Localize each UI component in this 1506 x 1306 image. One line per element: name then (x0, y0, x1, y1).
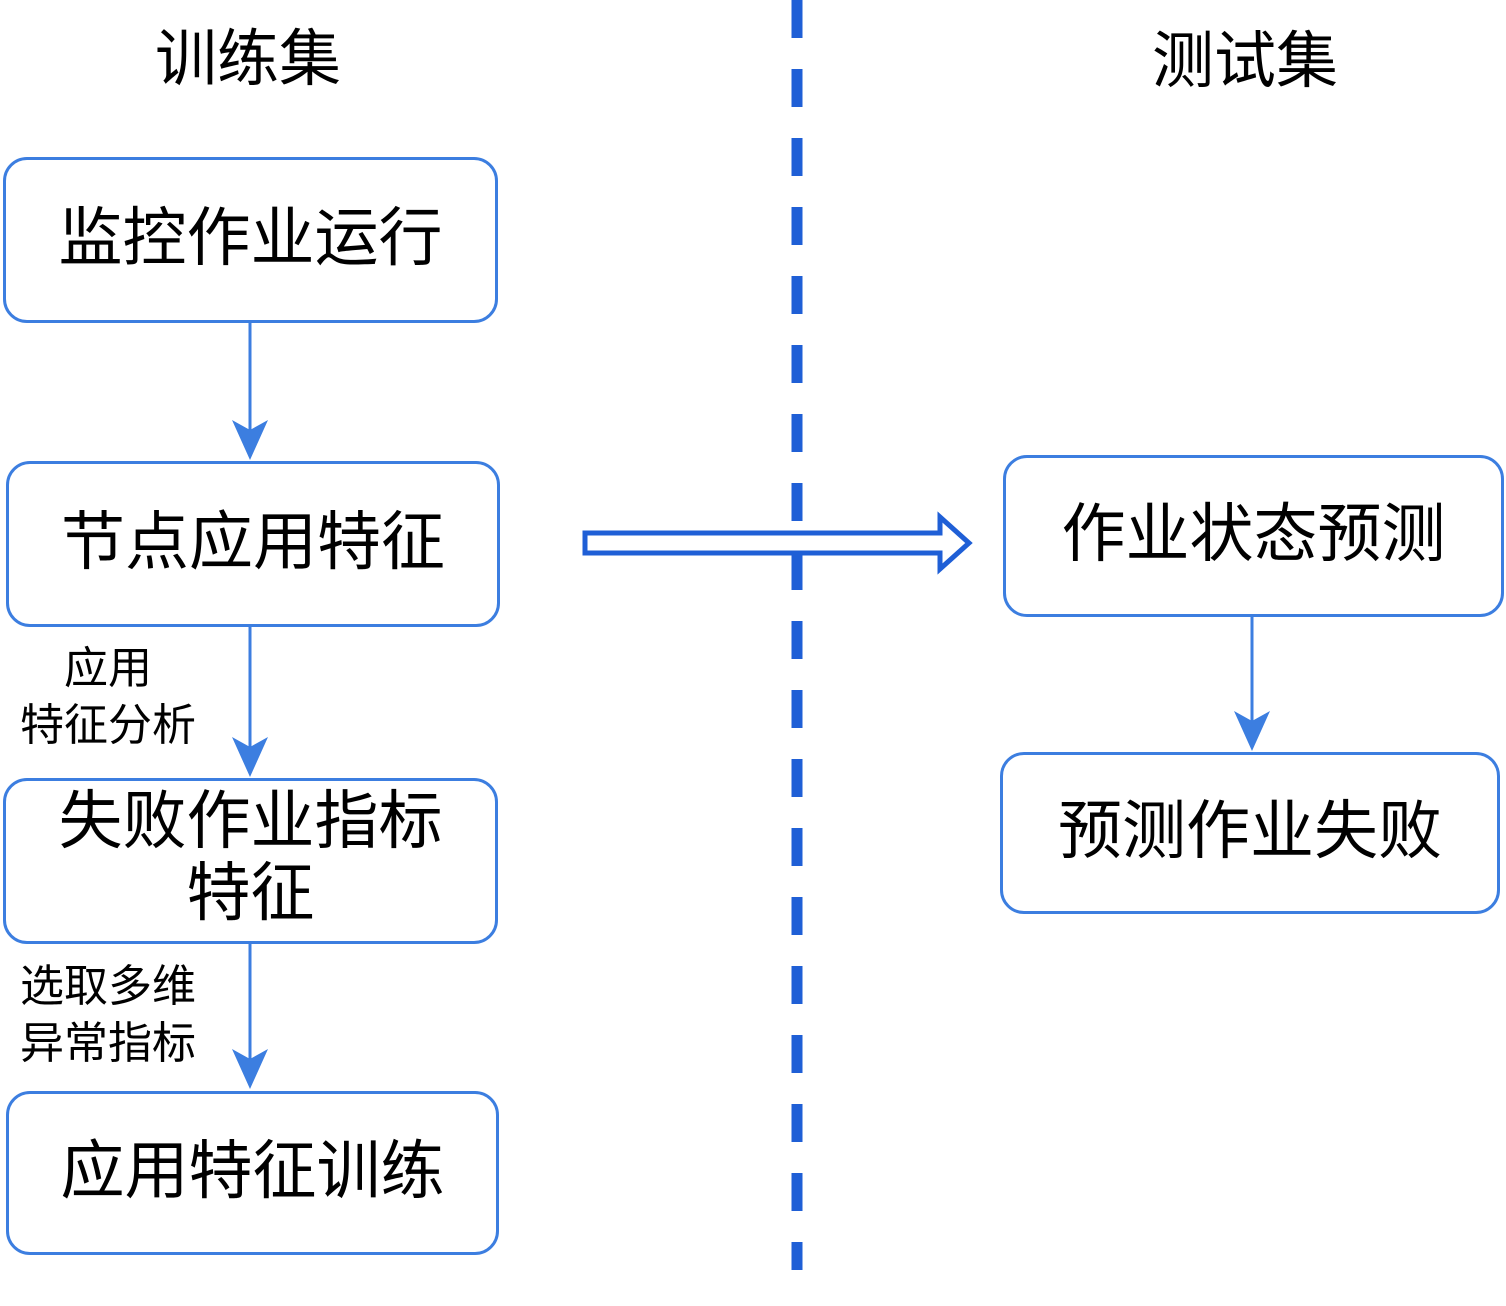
job-state-prediction-label: 作业状态预测 (1061, 498, 1446, 573)
job-state-prediction-box: 作业状态预测 (1003, 455, 1504, 617)
node-app-features-box: 节点应用特征 (6, 461, 500, 627)
edge-label-line: 异常指标 (20, 1018, 196, 1070)
arrow-state-to-failure-prediction (1234, 617, 1270, 751)
arrow-failure-to-training (232, 944, 268, 1089)
predict-job-failure-box: 预测作业失败 (1000, 752, 1500, 914)
arrow-node-to-failure (232, 627, 268, 777)
edge-label-line: 选取多维 (20, 961, 196, 1012)
app-feature-training-label: 应用特征训练 (60, 1135, 445, 1210)
node-app-features-label: 节点应用特征 (61, 506, 445, 581)
arrow-monitor-to-node (232, 323, 268, 460)
app-feature-analysis-edge-label: 应用 特征分析 (20, 640, 196, 754)
failed-job-metric-label-line2: 特征 (186, 856, 315, 931)
app-feature-training-box: 应用特征训练 (6, 1091, 499, 1255)
train-set-heading: 训练集 (155, 22, 342, 95)
monitor-job-run-label: 监控作业运行 (58, 202, 443, 277)
select-anomaly-metrics-edge-label: 选取多维 异常指标 (20, 958, 196, 1072)
transfer-arrow (582, 511, 973, 575)
edge-label-line: 应用 (64, 643, 152, 694)
edge-label-line: 特征分析 (20, 700, 196, 752)
monitor-job-run-box: 监控作业运行 (3, 157, 498, 323)
test-set-heading: 测试集 (1152, 24, 1339, 97)
failed-job-metric-label-line1: 失败作业指标 (58, 785, 443, 859)
failed-job-metric-features-box: 失败作业指标 特征 (3, 778, 498, 944)
predict-job-failure-label: 预测作业失败 (1058, 795, 1442, 870)
